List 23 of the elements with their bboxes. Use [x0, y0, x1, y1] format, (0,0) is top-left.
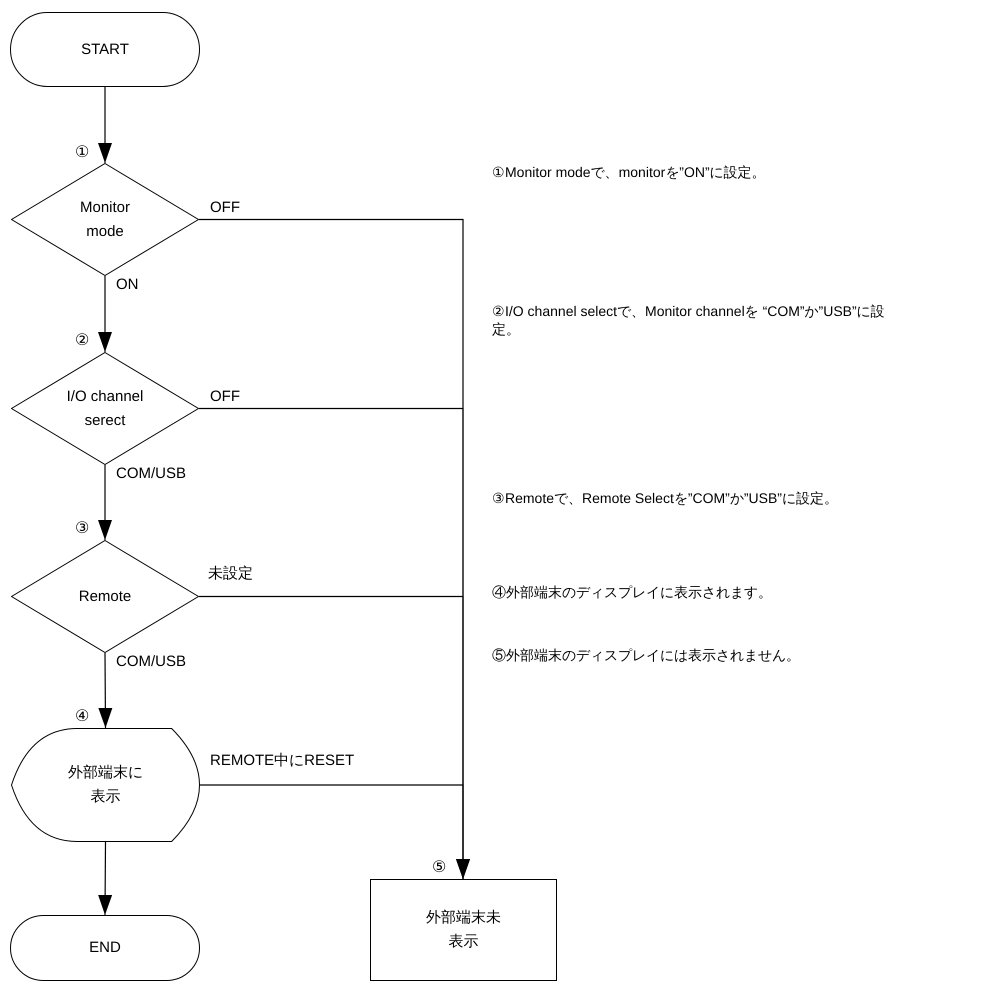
note-text: ④外部端末のディスプレイに表示されます。: [492, 583, 773, 601]
arrow: [200, 784, 470, 879]
node-label: Monitor mode: [78, 198, 132, 242]
arrow: [98, 276, 112, 352]
note-text: ②I/O channel selectで、Monitor channelを “COM”か”USB”に設定。: [492, 302, 886, 338]
arrow: [98, 465, 112, 540]
note-text: ⑤外部端末のディスプレイには表示されません。: [492, 646, 801, 664]
step-number: ③: [75, 519, 89, 539]
arrow: [98, 842, 112, 915]
note-text: ①Monitor modeで、monitorを”ON”に設定。: [492, 163, 767, 181]
node-label: 外部端末未表示: [425, 908, 502, 952]
node-label: START: [81, 40, 129, 60]
step-number: ①: [75, 143, 89, 163]
node-label: Remote: [78, 586, 132, 606]
step-number: ④: [75, 707, 89, 727]
step-number: ⑤: [432, 858, 446, 878]
node-label: 外部端末に表示: [67, 763, 144, 807]
node-label: END: [89, 938, 121, 958]
arrow: [98, 87, 112, 163]
note-text: ③Remoteで、Remote Selectを”COM”か”USB”に設定。: [492, 489, 839, 507]
arrow: [98, 653, 112, 728]
step-number: ②: [75, 331, 89, 351]
node-label: I/O channel serect: [66, 386, 144, 430]
